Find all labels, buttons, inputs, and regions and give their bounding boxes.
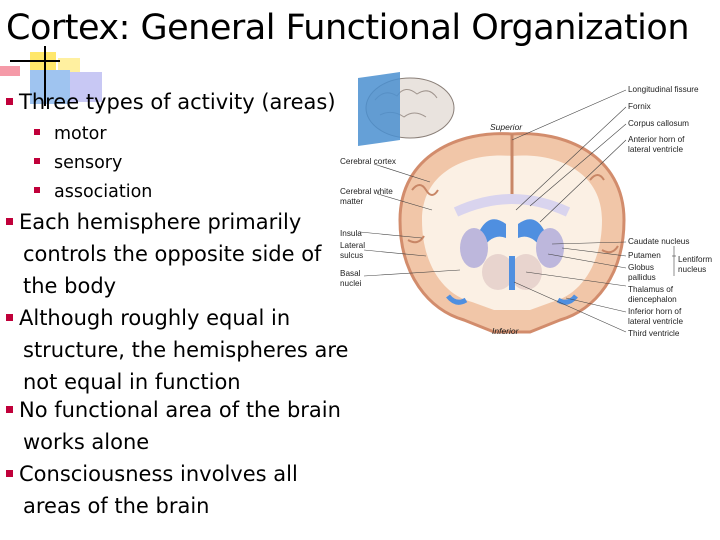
label-lateral: Lateral (340, 241, 365, 250)
bullet-point: Although roughly equal in structure, the… (6, 302, 348, 398)
bullet-intro-text: Three types of activity (areas) (19, 90, 336, 114)
bullet-icon (34, 158, 40, 164)
label-inferior-horn-2: lateral ventricle (628, 317, 684, 326)
label-anterior-horn: Anterior horn of (628, 135, 685, 144)
bullet-text: areas of the brain (23, 494, 210, 518)
bullet-text: structure, the hemispheres are (23, 338, 349, 362)
brain-thumbnail (358, 72, 455, 146)
bullet-text: not equal in function (23, 370, 241, 394)
bullet-icon (6, 405, 13, 413)
sub-item: sensory (34, 149, 122, 178)
bullet-text: the body (23, 274, 117, 298)
decor-vertical-line (44, 46, 46, 106)
sub-item: association (34, 178, 152, 207)
label-inferior-horn: Inferior horn of (628, 307, 682, 316)
label-insula: Insula (340, 229, 362, 238)
label-anterior-horn-2: lateral ventricle (628, 145, 684, 154)
bullet-icon (34, 129, 40, 135)
bullet-point: No functional area of the brain works al… (6, 394, 341, 458)
sub-item-text: association (54, 182, 153, 202)
label-matter: matter (340, 197, 363, 206)
label-basal: Basal (340, 269, 361, 278)
slide-title: Cortex: General Functional Organization (6, 8, 690, 48)
label-cerebral-white: Cerebral white (340, 187, 393, 196)
label-longitudinal-fissure: Longitudinal fissure (628, 85, 699, 94)
bullet-icon (6, 97, 13, 105)
bullet-text: controls the opposite side of (23, 242, 322, 266)
sub-item: motor (34, 120, 107, 149)
coronal-section (398, 132, 626, 334)
label-superior: Superior (490, 122, 523, 132)
bullet-text: Although roughly equal in (19, 306, 291, 330)
bullet-point: Each hemisphere primarily controls the o… (6, 206, 321, 302)
bullet-point: Consciousness involves all areas of the … (6, 458, 298, 522)
bullet-text: Consciousness involves all (19, 462, 298, 486)
decor-horizontal-line (10, 60, 60, 62)
label-caudate-nucleus: Caudate nucleus (628, 237, 689, 246)
label-sulcus: sulcus (340, 251, 363, 260)
label-globus: Globus (628, 263, 654, 272)
label-pallidus: pallidus (628, 273, 656, 282)
decor-square-blue (30, 70, 70, 104)
brain-coronal-section-figure: Cerebral cortex Cerebral white matter In… (340, 72, 712, 338)
label-nuclei: nuclei (340, 279, 362, 288)
bullet-icon (6, 217, 13, 225)
label-cerebral-cortex: Cerebral cortex (340, 157, 396, 166)
label-lentiform: Lentiform (678, 255, 712, 264)
bullet-icon (6, 313, 13, 321)
label-third-ventricle: Third ventricle (628, 329, 680, 338)
label-inferior: Inferior (492, 326, 520, 336)
bullet-icon (6, 469, 13, 477)
label-fornix: Fornix (628, 102, 651, 111)
decor-square-pink (0, 66, 20, 76)
label-lentiform-nucleus: nucleus (678, 265, 706, 274)
bullet-intro: Three types of activity (areas) (6, 86, 336, 118)
label-corpus-callosum: Corpus callosum (628, 119, 689, 128)
decor-square-lavender (70, 72, 102, 102)
sub-item-text: sensory (54, 153, 123, 173)
bullet-text: No functional area of the brain (19, 398, 341, 422)
bullet-text: Each hemisphere primarily (19, 210, 302, 234)
leader-lines (359, 89, 676, 333)
label-putamen: Putamen (628, 251, 661, 260)
bullet-text: works alone (23, 430, 150, 454)
sub-item-text: motor (54, 124, 107, 144)
label-diencephalon: diencephalon (628, 295, 677, 304)
bullet-icon (34, 187, 40, 193)
label-thalamus: Thalamus of (628, 285, 674, 294)
